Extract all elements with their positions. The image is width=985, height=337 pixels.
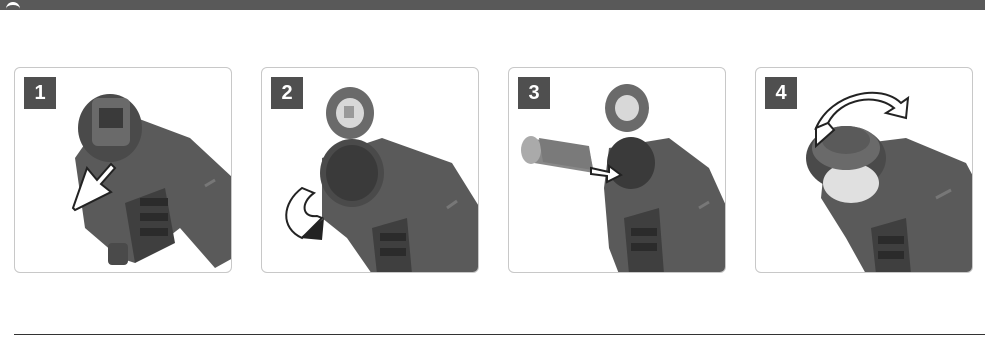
step-panel-3: 3 bbox=[508, 67, 726, 273]
header-glyph bbox=[6, 2, 20, 10]
step-4-badge: 4 bbox=[765, 77, 797, 109]
step-panel-4: 4 bbox=[755, 67, 973, 273]
step-1-badge: 1 bbox=[24, 77, 56, 109]
step-panel-2: 2 bbox=[261, 67, 479, 273]
bottom-divider bbox=[14, 334, 985, 335]
step-3-badge: 3 bbox=[518, 77, 550, 109]
step-2-badge: 2 bbox=[271, 77, 303, 109]
header-bar bbox=[0, 0, 985, 10]
step-panel-1: 1 bbox=[14, 67, 232, 273]
